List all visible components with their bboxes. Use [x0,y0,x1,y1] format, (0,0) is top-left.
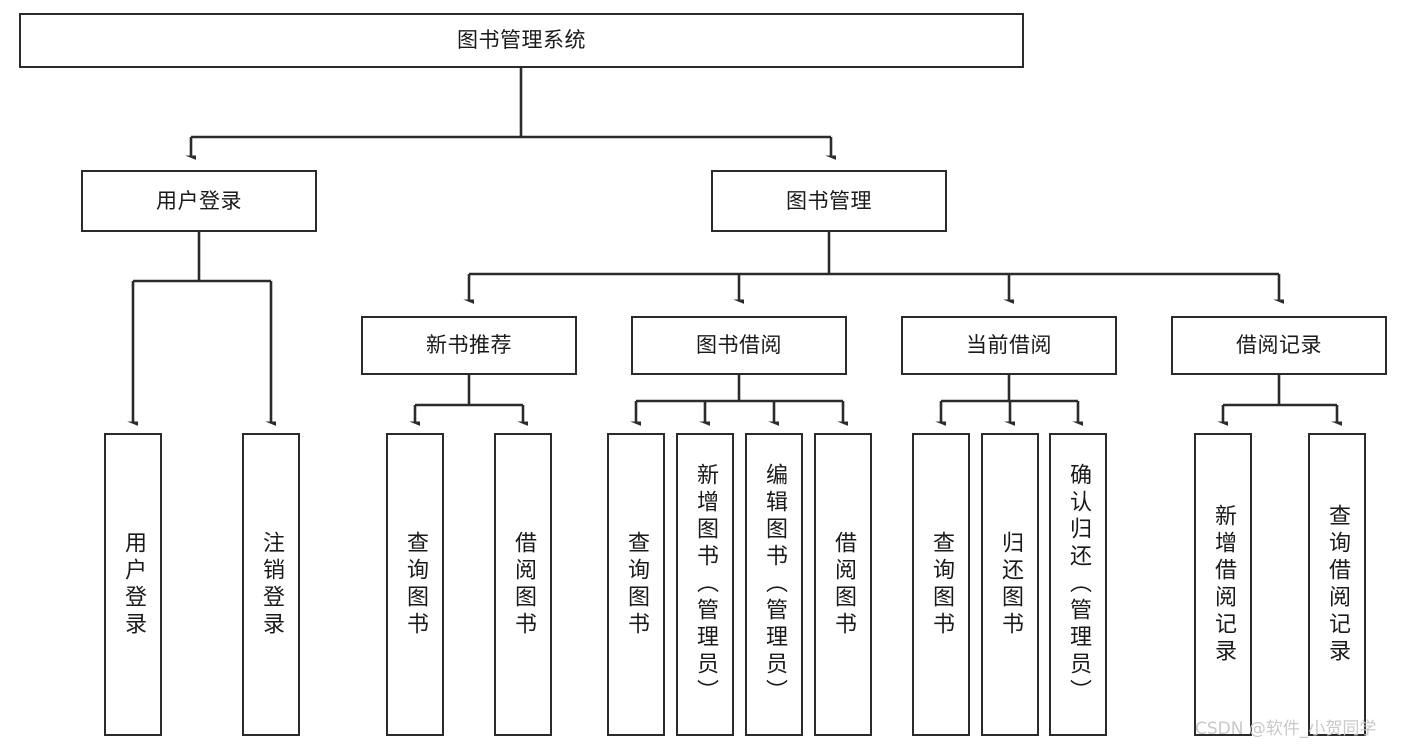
node-label: 确认归还（管理员） [1066,463,1091,706]
node-leaf-add-book-admin[interactable]: 新增图书（管理员） [676,433,734,736]
node-label: 注销登录 [259,530,284,639]
node-leaf-borrow-books[interactable]: 借阅图书 [814,433,872,736]
node-label: 图书借阅 [696,333,782,358]
node-book-borrowing[interactable]: 图书借阅 [631,316,847,375]
node-label: 借阅记录 [1236,333,1322,358]
node-leaf-return-books[interactable]: 归还图书 [981,433,1039,736]
node-label: 编辑图书（管理员） [762,463,787,706]
node-user-login[interactable]: 用户登录 [81,170,317,232]
node-book-management[interactable]: 图书管理 [711,170,947,232]
node-current-borrowing[interactable]: 当前借阅 [901,316,1117,375]
node-leaf-edit-book-admin[interactable]: 编辑图书（管理员） [745,433,803,736]
node-new-book-recommendation[interactable]: 新书推荐 [361,316,577,375]
node-leaf-borrow-books-recommend[interactable]: 借阅图书 [494,433,552,736]
node-label: 查询借阅记录 [1325,503,1350,666]
node-label: 新增图书（管理员） [693,463,718,706]
node-label: 查询图书 [403,530,428,639]
node-label: 借阅图书 [511,530,536,639]
node-label: 新增借阅记录 [1211,503,1236,666]
node-label: 借阅图书 [831,530,856,639]
node-leaf-user-login[interactable]: 用户登录 [104,433,162,736]
node-leaf-query-books-recommend[interactable]: 查询图书 [386,433,444,736]
node-root-book-management-system[interactable]: 图书管理系统 [19,13,1024,68]
node-leaf-query-books-current[interactable]: 查询图书 [912,433,970,736]
node-label: 查询图书 [624,530,649,639]
node-leaf-logout[interactable]: 注销登录 [242,433,300,736]
node-label: 用户登录 [156,188,242,213]
node-label: 归还图书 [998,530,1023,639]
node-label: 查询图书 [929,530,954,639]
node-label: 当前借阅 [966,333,1052,358]
node-label: 用户登录 [121,530,146,639]
node-label: 图书管理系统 [457,28,586,53]
node-leaf-confirm-return-admin[interactable]: 确认归还（管理员） [1049,433,1107,736]
node-leaf-query-books-borrow[interactable]: 查询图书 [607,433,665,736]
node-leaf-query-borrow-record[interactable]: 查询借阅记录 [1308,433,1366,736]
node-label: 图书管理 [786,188,872,213]
node-leaf-add-borrow-record[interactable]: 新增借阅记录 [1194,433,1252,736]
node-label: 新书推荐 [426,333,512,358]
node-borrowing-records[interactable]: 借阅记录 [1171,316,1387,375]
